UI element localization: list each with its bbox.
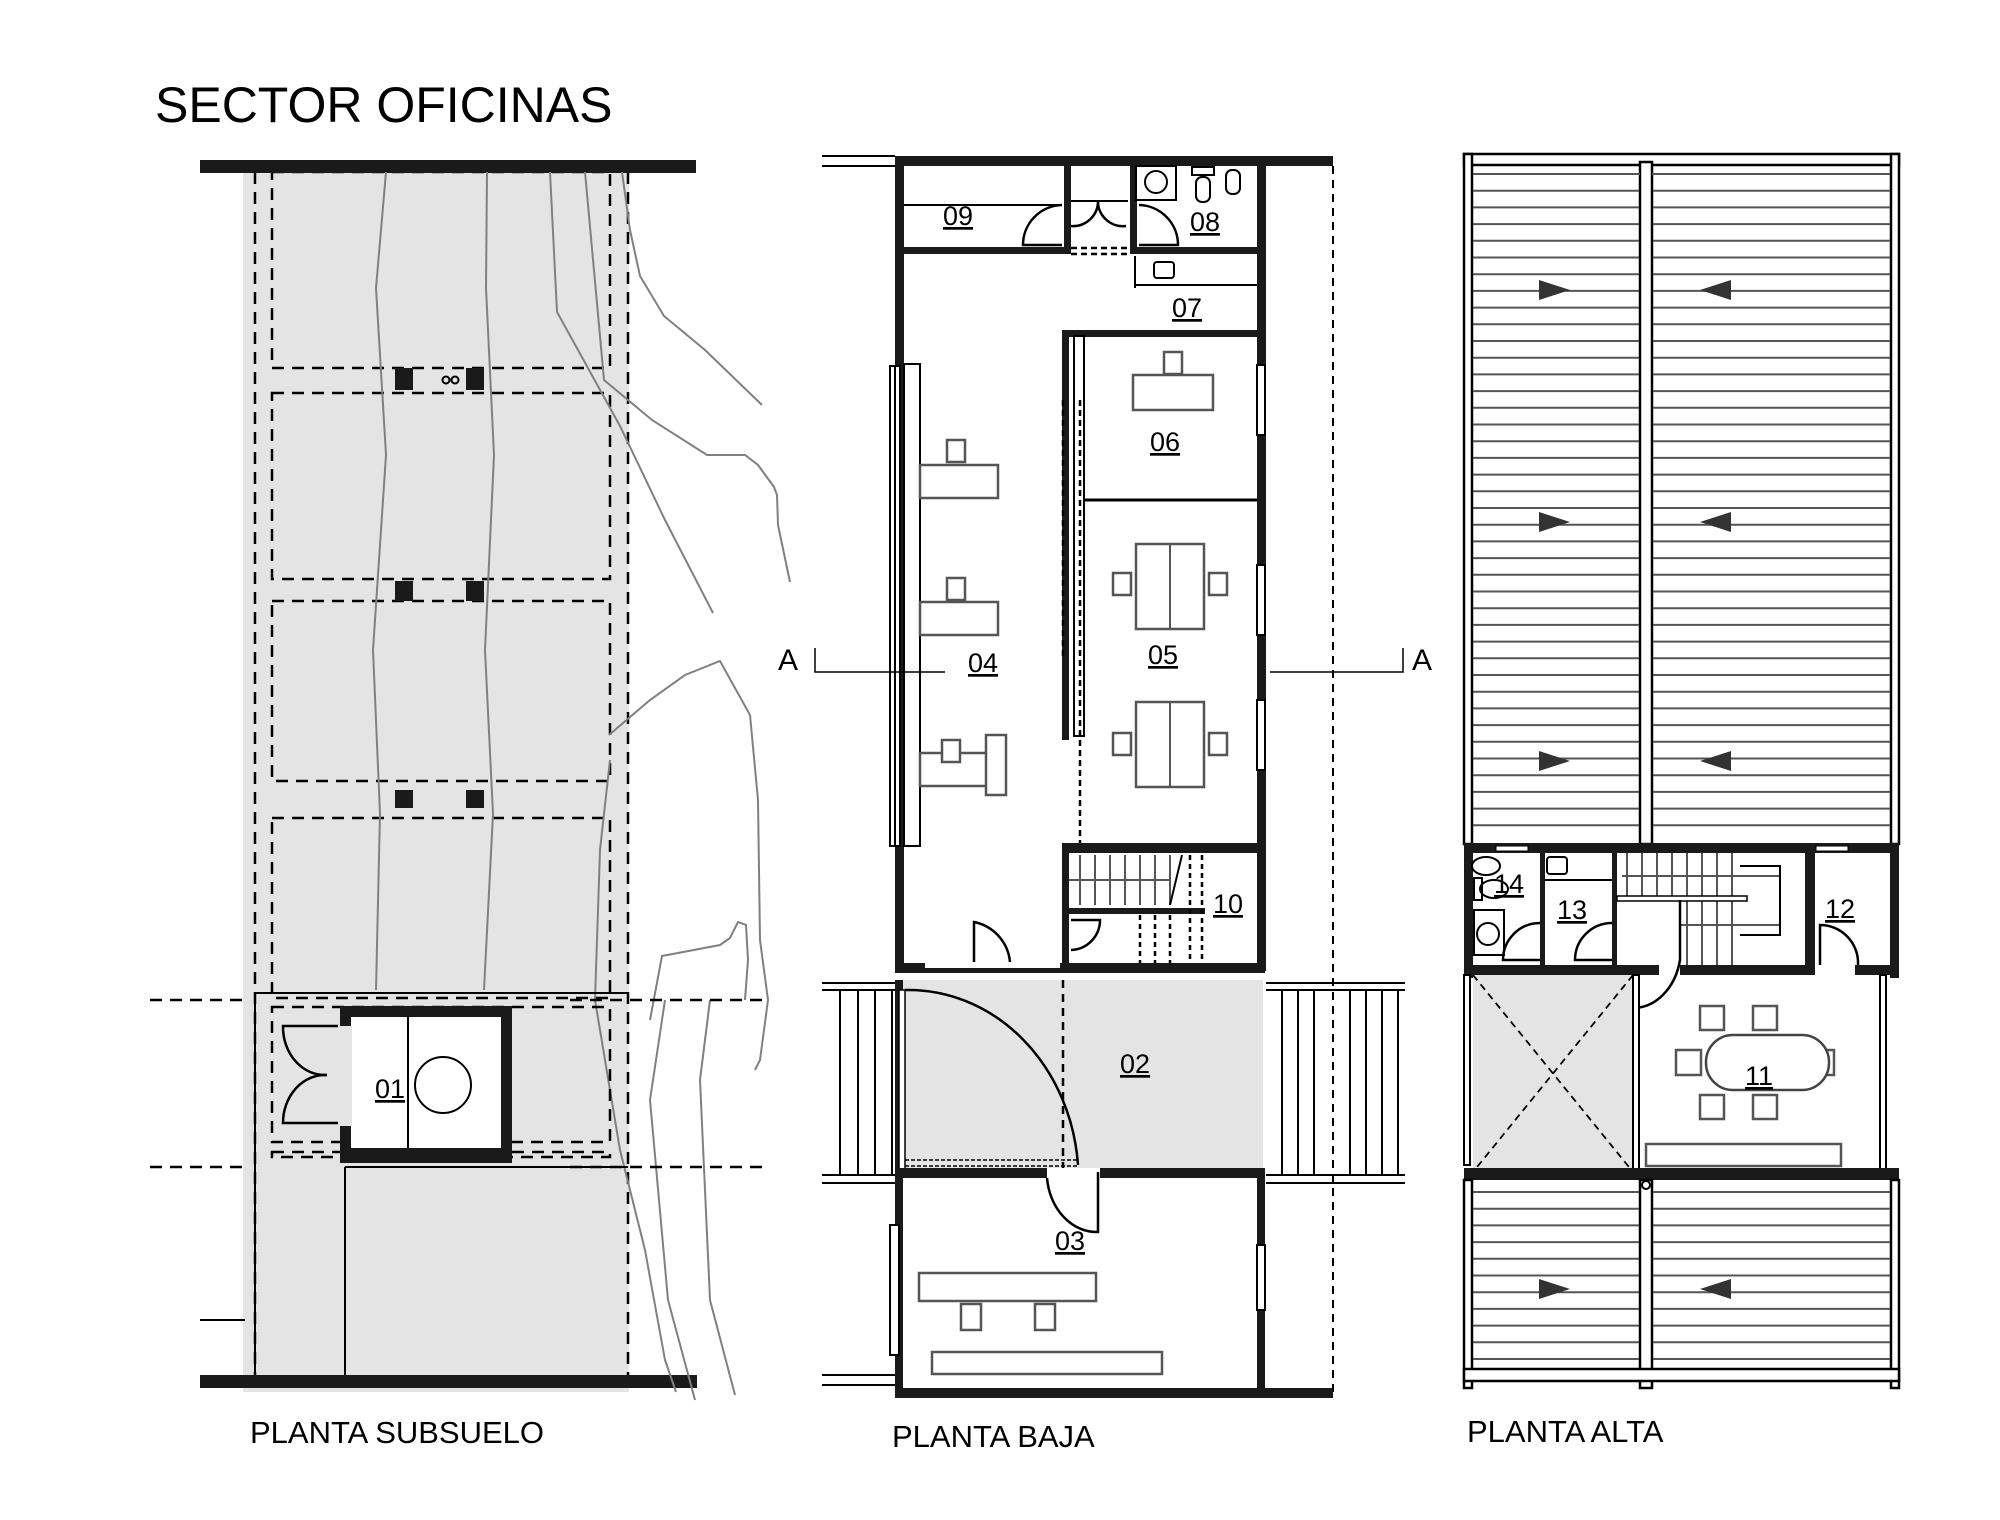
room-label-14: 14	[1494, 869, 1524, 899]
column	[395, 581, 413, 601]
stair-treads-upper	[1622, 853, 1780, 965]
room-label-04: 04	[968, 648, 998, 678]
room-label-01: 01	[375, 1074, 405, 1104]
tank-circle	[414, 1056, 472, 1114]
contour-line	[483, 171, 496, 991]
section-cut-line	[814, 648, 945, 673]
room-label-12: 12	[1825, 894, 1855, 924]
room-label-13: 13	[1557, 895, 1587, 925]
stair-treads	[1069, 855, 1171, 905]
roof-slats-lower	[1473, 1191, 1890, 1360]
contour-line	[621, 171, 763, 406]
entry-bridge-left	[822, 982, 895, 1184]
section-marker-left: A	[778, 644, 798, 677]
room-label-07: 07	[1172, 293, 1202, 323]
contour-line	[549, 171, 714, 614]
plan-baja: 09 08 07 06 05	[778, 155, 1432, 1454]
room-label-02: 02	[1120, 1049, 1150, 1079]
room-label-05: 05	[1148, 640, 1178, 670]
boundary-wall-bottom	[200, 1375, 697, 1388]
room-label-10: 10	[1213, 889, 1243, 919]
column	[466, 368, 484, 390]
boundary-wall-top	[200, 160, 696, 173]
column	[395, 790, 413, 808]
room-label-08: 08	[1190, 207, 1220, 237]
column	[466, 790, 484, 808]
entry-bridge-right	[1266, 982, 1405, 1184]
wall-east	[1257, 156, 1266, 971]
hall-02-area	[897, 980, 1263, 1178]
contour-line	[371, 171, 388, 991]
room-label-11: 11	[1745, 1061, 1773, 1091]
plan-subsuelo: 01 PLANTA SUBSUELO	[150, 160, 791, 1450]
plan-label-subsuelo: PLANTA SUBSUELO	[250, 1415, 544, 1450]
slope-arrow-right	[1539, 280, 1570, 300]
room-label-03: 03	[1055, 1226, 1085, 1256]
plan-label-alta: PLANTA ALTA	[1467, 1414, 1664, 1449]
plan-alta: 14 13 12 11	[1462, 152, 1901, 1449]
section-marker-right: A	[1412, 644, 1432, 677]
entrance-door-swing	[904, 988, 1080, 1166]
room-label-06: 06	[1150, 427, 1180, 457]
meeting-table	[1704, 1033, 1831, 1092]
room-label-09: 09	[943, 201, 973, 231]
roof-slats	[1473, 173, 1890, 827]
plan-label-baja: PLANTA BAJA	[892, 1419, 1095, 1454]
slope-arrow-left	[1700, 280, 1731, 300]
column	[395, 368, 413, 390]
column	[466, 581, 484, 601]
drawing-title: SECTOR OFICINAS	[155, 77, 612, 133]
